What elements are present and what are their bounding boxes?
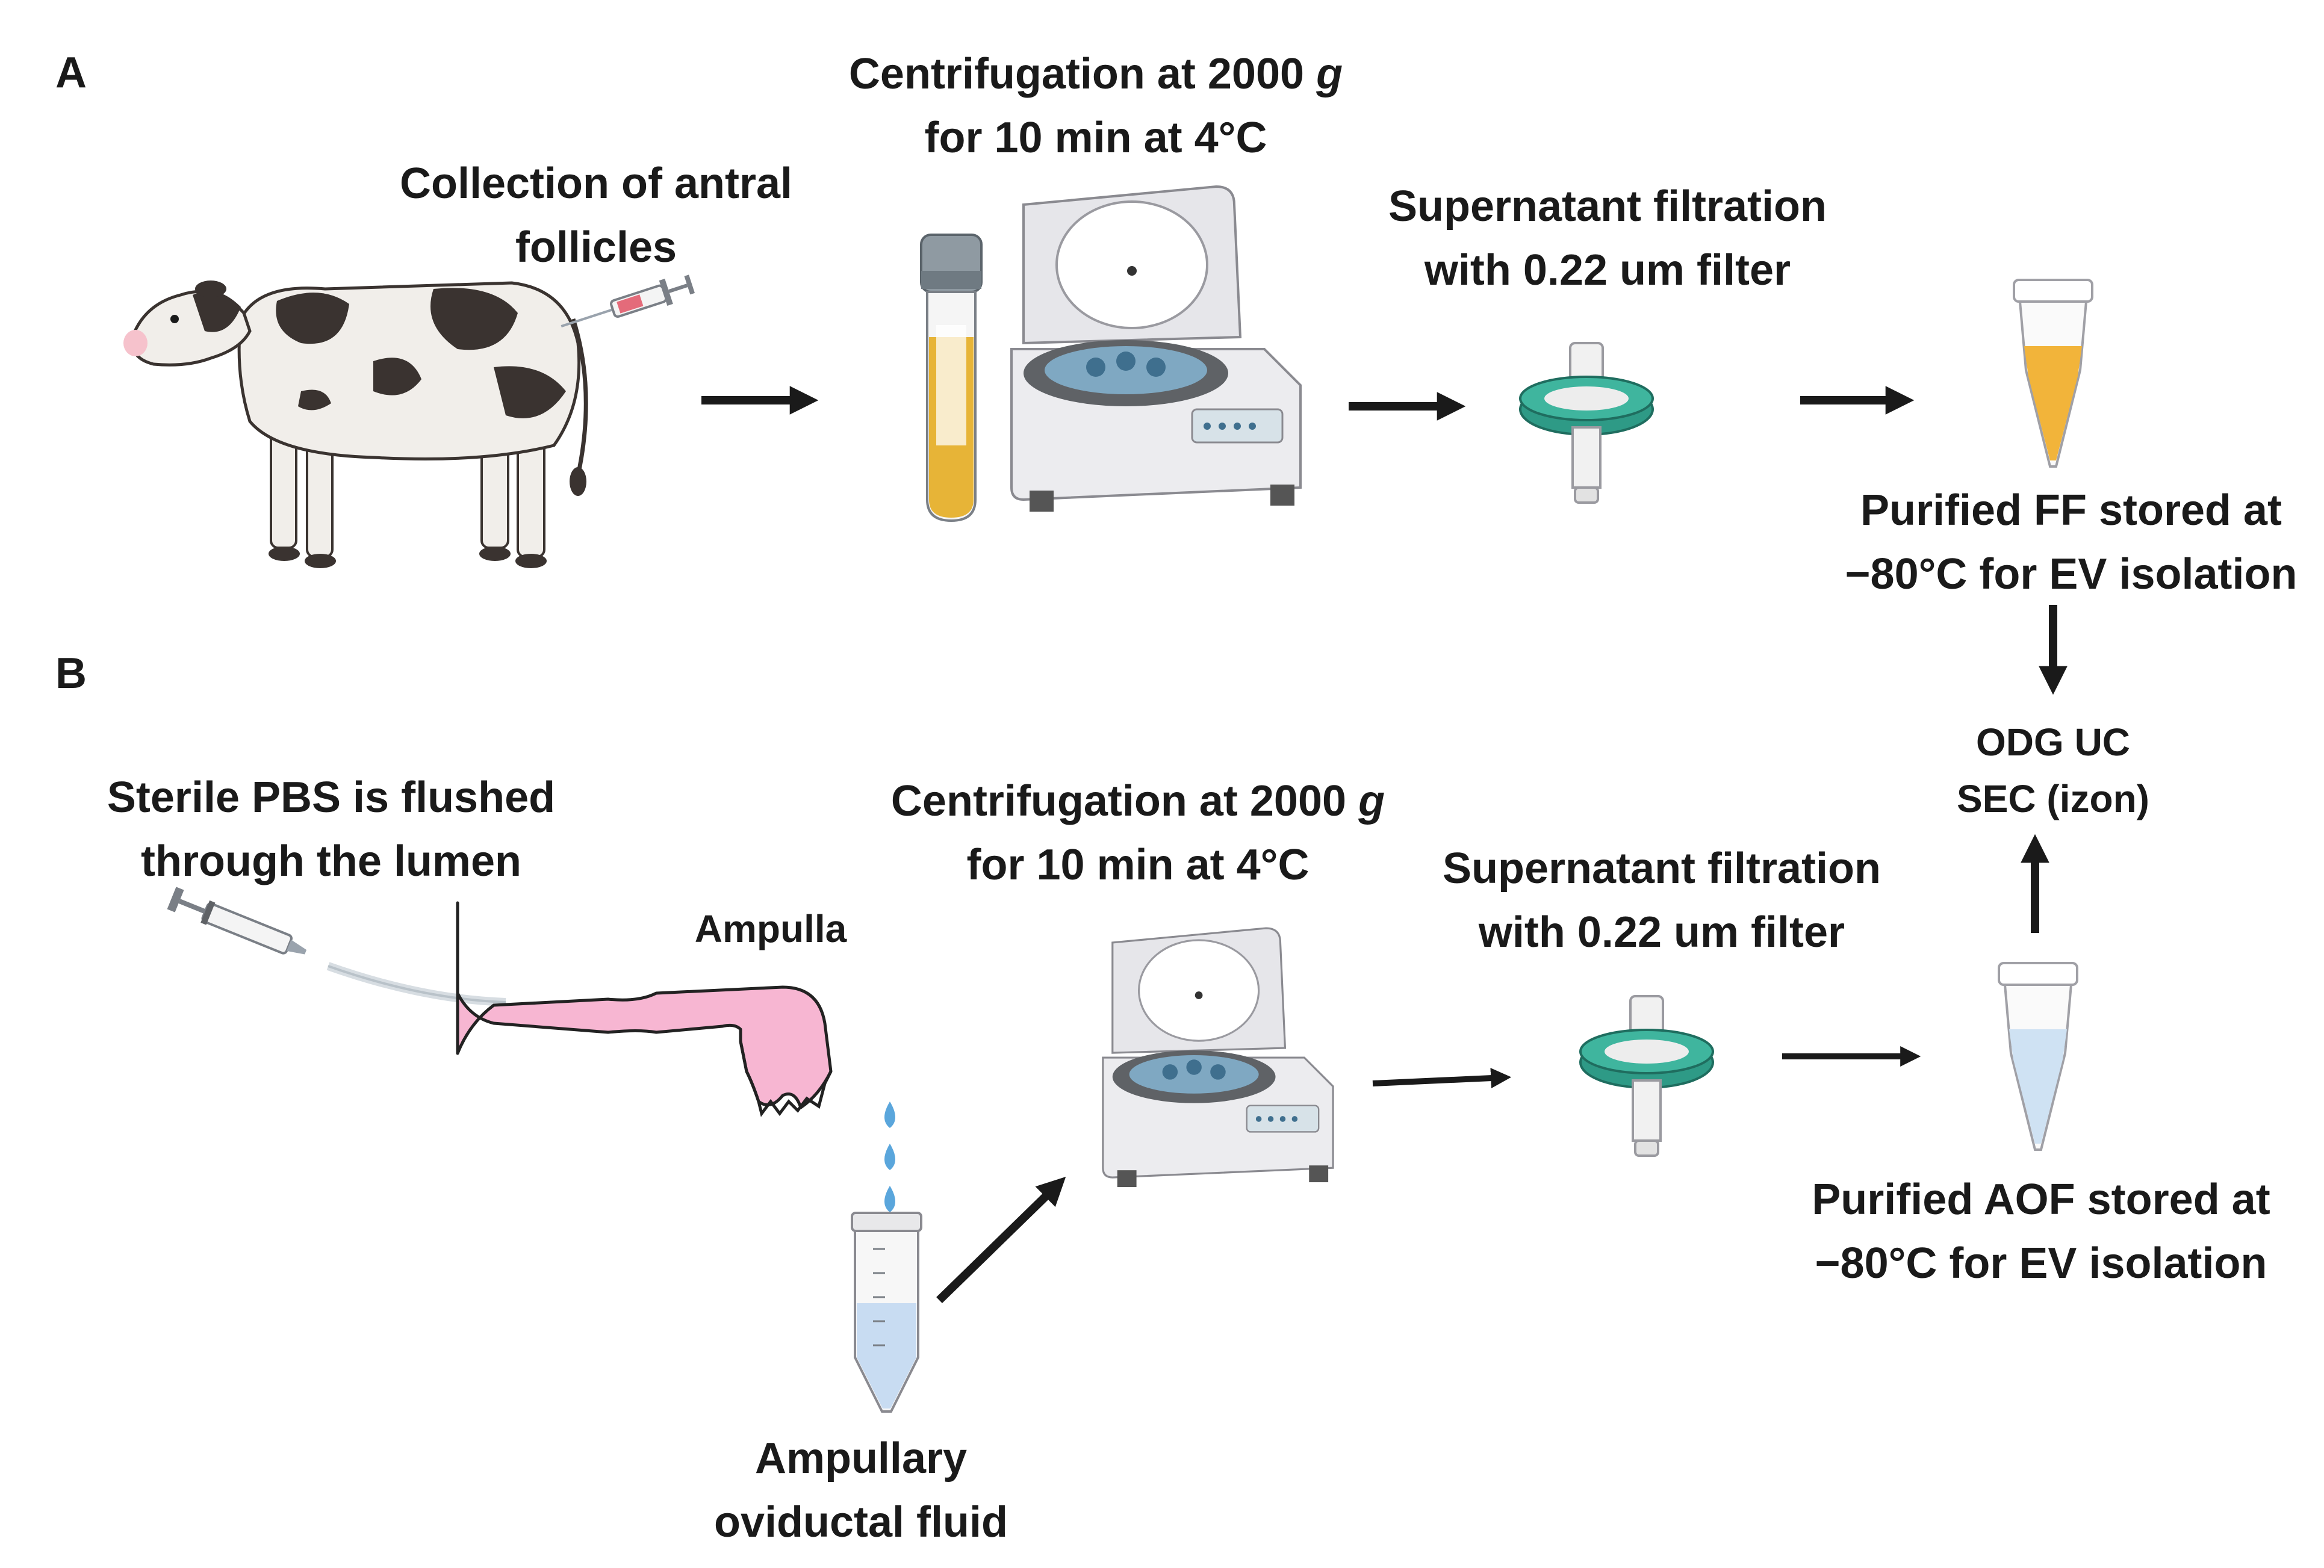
arrow-b1 bbox=[936, 1177, 1066, 1304]
fluid-drops bbox=[884, 1102, 895, 1212]
centrifugation-label-a: Centrifugation at 2000 g for 10 min at 4… bbox=[848, 50, 1343, 162]
flush-syringe bbox=[167, 887, 506, 1006]
stored-label-a: Purified FF stored at−80°C for EV isolat… bbox=[1845, 486, 2298, 598]
panel-label-a: A bbox=[55, 49, 87, 97]
centrifuge-a bbox=[1010, 185, 1302, 512]
oviductal-fluid-fill bbox=[857, 1303, 916, 1408]
arrow-b2 bbox=[1372, 1068, 1512, 1089]
falcon-tube bbox=[851, 1212, 922, 1413]
microtube-aof bbox=[1998, 962, 2078, 1151]
oviduct-ampulla bbox=[456, 901, 833, 1117]
syringe-filter-a bbox=[1519, 342, 1654, 504]
centrifugation-label-b: Centrifugation at 2000 g for 10 min at 4… bbox=[890, 777, 1385, 889]
cow-illustration bbox=[123, 274, 695, 568]
panel-label-b: B bbox=[55, 649, 87, 698]
centrifuge-b bbox=[1102, 927, 1334, 1188]
microtube-ff bbox=[2013, 279, 2093, 468]
ampulla-label: Ampulla bbox=[694, 907, 847, 950]
stored-label-b: Purified AOF stored at−80°C for EV isola… bbox=[1812, 1176, 2270, 1288]
sample-tube-a bbox=[920, 234, 983, 522]
syringe-filter-b bbox=[1579, 995, 1714, 1157]
